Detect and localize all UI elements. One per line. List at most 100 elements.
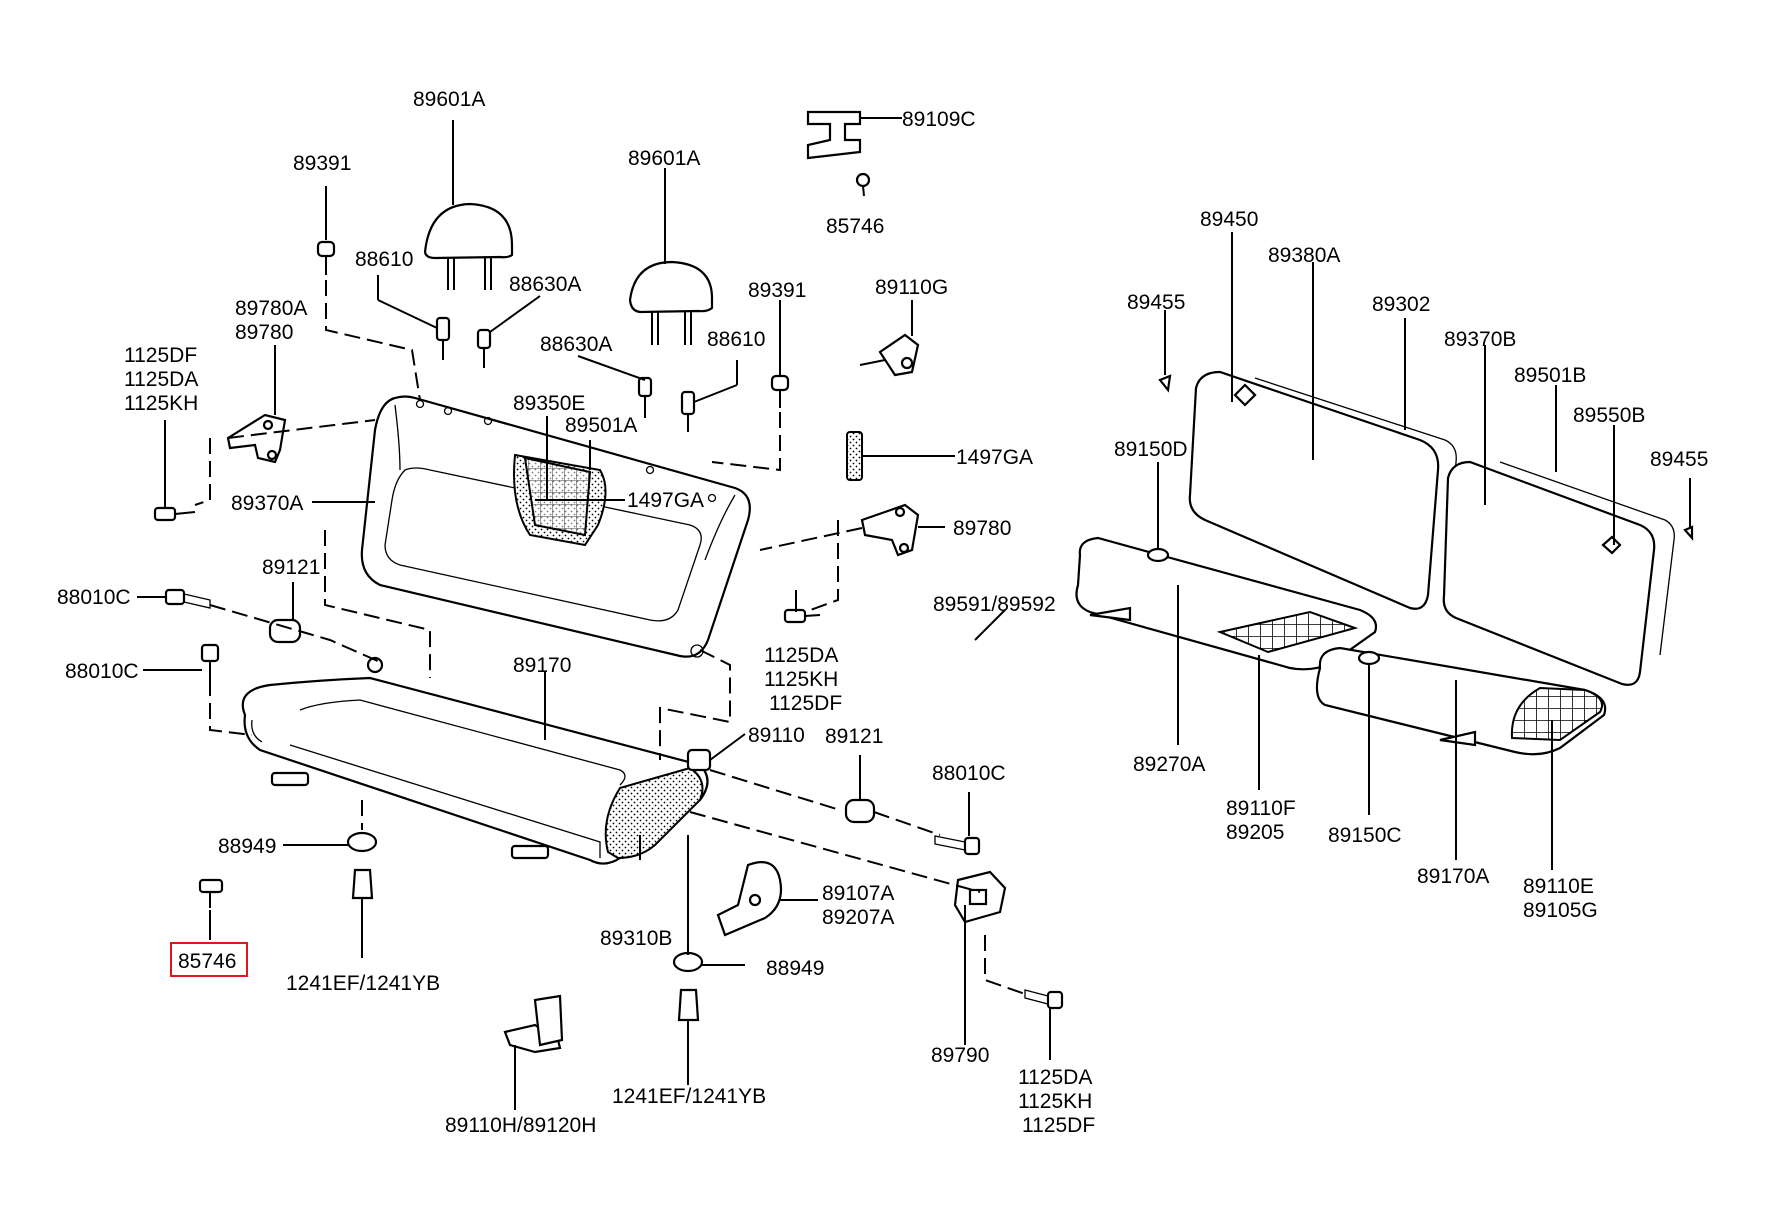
callout-89370b: 89370B bbox=[1444, 328, 1516, 351]
washer-88949-mid bbox=[672, 951, 704, 973]
callouts: 89601A 89601A 89109C 85746 89391 88610 8… bbox=[57, 88, 1708, 1137]
stud-1241-mid bbox=[677, 988, 700, 1022]
callout-89302: 89302 bbox=[1372, 293, 1430, 316]
callout-88610-mid: 88610 bbox=[707, 328, 765, 351]
callout-89591-89592: 89591/89592 bbox=[933, 593, 1056, 616]
callout-1125df-left: 1125DF bbox=[124, 344, 197, 367]
callout-88630a-mid: 88630A bbox=[540, 333, 612, 356]
bushing-89121-right bbox=[844, 798, 876, 824]
callout-88010c-top: 88010C bbox=[57, 586, 131, 609]
assembly-lines bbox=[194, 280, 1026, 995]
split-seat-back-left-89380a bbox=[1188, 370, 1457, 610]
plug-89391-left bbox=[316, 240, 336, 275]
bolt-88010c-right bbox=[934, 835, 981, 856]
clip-89109c bbox=[806, 110, 862, 160]
hinge-bracket-89780a bbox=[226, 413, 287, 464]
callout-89780-left: 89780 bbox=[235, 321, 293, 344]
callout-89391-left: 89391 bbox=[293, 152, 351, 175]
callout-89205: 89205 bbox=[1226, 821, 1284, 844]
callout-89450: 89450 bbox=[1200, 208, 1258, 231]
callout-85746-top: 85746 bbox=[826, 215, 884, 238]
callout-1125kh-mid: 1125KH bbox=[764, 668, 838, 691]
callout-88010c-right: 88010C bbox=[932, 762, 1006, 785]
leader-lines bbox=[137, 117, 1691, 1110]
callout-1125kh-left: 1125KH bbox=[124, 392, 198, 415]
callout-89110h-89120h: 89110H/89120H bbox=[445, 1114, 596, 1137]
screw-85746-top bbox=[855, 172, 871, 197]
callout-89105g: 89105G bbox=[1523, 899, 1598, 922]
callout-89110g: 89110G bbox=[875, 276, 948, 299]
latch-bracket-89790 bbox=[953, 870, 1007, 924]
callout-89601a-mid: 89601A bbox=[628, 147, 700, 170]
callout-1241-mid: 1241EF/1241YB bbox=[612, 1085, 766, 1108]
highlight-box-85746 bbox=[170, 942, 248, 977]
headrest-left bbox=[423, 202, 514, 290]
callout-1125da-left: 1125DA bbox=[124, 368, 198, 391]
seat-back-pad-89501a bbox=[523, 456, 592, 537]
callout-89150d: 89150D bbox=[1114, 438, 1188, 461]
callout-89121-right: 89121 bbox=[825, 725, 883, 748]
washer-88949-left bbox=[346, 831, 378, 853]
callout-88630a-left: 88630A bbox=[509, 273, 581, 296]
stud-1241-left bbox=[351, 868, 374, 900]
bracket-89110 bbox=[686, 748, 712, 772]
split-cushion-pad-89110e bbox=[1510, 686, 1604, 742]
bushing-89121-left bbox=[268, 618, 302, 644]
latch-89110g bbox=[859, 333, 920, 377]
callout-89790: 89790 bbox=[931, 1044, 989, 1067]
seat-cushion-89170 bbox=[241, 656, 709, 865]
plug-89391-mid bbox=[770, 374, 790, 408]
headrest-guide-88610-left bbox=[435, 316, 451, 360]
split-cushion-pad-89110f bbox=[1216, 610, 1359, 654]
bolt-1125-left bbox=[153, 506, 196, 522]
callout-89350e: 89350E bbox=[513, 392, 585, 415]
callout-89601a-left: 89601A bbox=[413, 88, 485, 111]
callout-89380a: 89380A bbox=[1268, 244, 1340, 267]
callout-1125da-bottom: 1125DA bbox=[1018, 1066, 1092, 1089]
headrest-center bbox=[628, 260, 714, 345]
callout-89170: 89170 bbox=[513, 654, 571, 677]
callout-89207a: 89207A bbox=[822, 906, 894, 929]
hinge-bracket-89780-right bbox=[860, 503, 920, 557]
callout-89109c: 89109C bbox=[902, 108, 976, 131]
bolt-88010c-top bbox=[164, 588, 211, 609]
callout-1125df-bottom: 1125DF bbox=[1022, 1114, 1095, 1137]
callout-89110e: 89110E bbox=[1523, 875, 1594, 898]
callout-89110: 89110 bbox=[748, 724, 805, 747]
callout-89501a: 89501A bbox=[565, 414, 637, 437]
headrest-guide-88610-mid bbox=[680, 390, 696, 432]
callout-88949-left: 88949 bbox=[218, 835, 276, 858]
callout-89780a: 89780A bbox=[235, 297, 307, 320]
callout-1125da-mid: 1125DA bbox=[764, 644, 838, 667]
callout-89310b: 89310B bbox=[600, 927, 672, 950]
cover-89107a bbox=[716, 861, 783, 937]
screw-85746-bottom bbox=[198, 878, 224, 908]
bolt-1125-mid bbox=[783, 608, 821, 624]
callout-1125df-mid: 1125DF bbox=[769, 692, 842, 715]
split-seat-back-right-89370b bbox=[1442, 460, 1675, 686]
bolt-1125-bottom bbox=[1024, 989, 1064, 1010]
headrest-guide-88630a-mid bbox=[637, 376, 653, 418]
callout-88010c-mid: 88010C bbox=[65, 660, 139, 683]
callout-1241-left: 1241EF/1241YB bbox=[286, 972, 440, 995]
callout-89370a: 89370A bbox=[231, 492, 303, 515]
callout-1497ga-center: 1497GA bbox=[627, 489, 704, 512]
callout-88610-left: 88610 bbox=[355, 248, 413, 271]
callout-89170a: 89170A bbox=[1417, 865, 1489, 888]
callout-89270a: 89270A bbox=[1133, 753, 1205, 776]
callout-89780-right: 89780 bbox=[953, 517, 1011, 540]
hook-1497ga-right bbox=[846, 431, 863, 481]
headrest-guide-88630a-left bbox=[476, 328, 492, 368]
callout-1497ga-right: 1497GA bbox=[956, 446, 1033, 469]
callout-88949-mid: 88949 bbox=[766, 957, 824, 980]
callout-89455-right: 89455 bbox=[1650, 448, 1708, 471]
callout-1125kh-bottom: 1125KH bbox=[1018, 1090, 1092, 1113]
callout-89391-mid: 89391 bbox=[748, 279, 806, 302]
callout-89455-left: 89455 bbox=[1127, 291, 1185, 314]
callout-89110f: 89110F bbox=[1226, 797, 1296, 820]
striker-89110h bbox=[503, 994, 564, 1054]
callout-89501b: 89501B bbox=[1514, 364, 1586, 387]
bolt-88010c-mid bbox=[200, 643, 220, 680]
callout-85746-boxed: 85746 bbox=[178, 950, 236, 973]
